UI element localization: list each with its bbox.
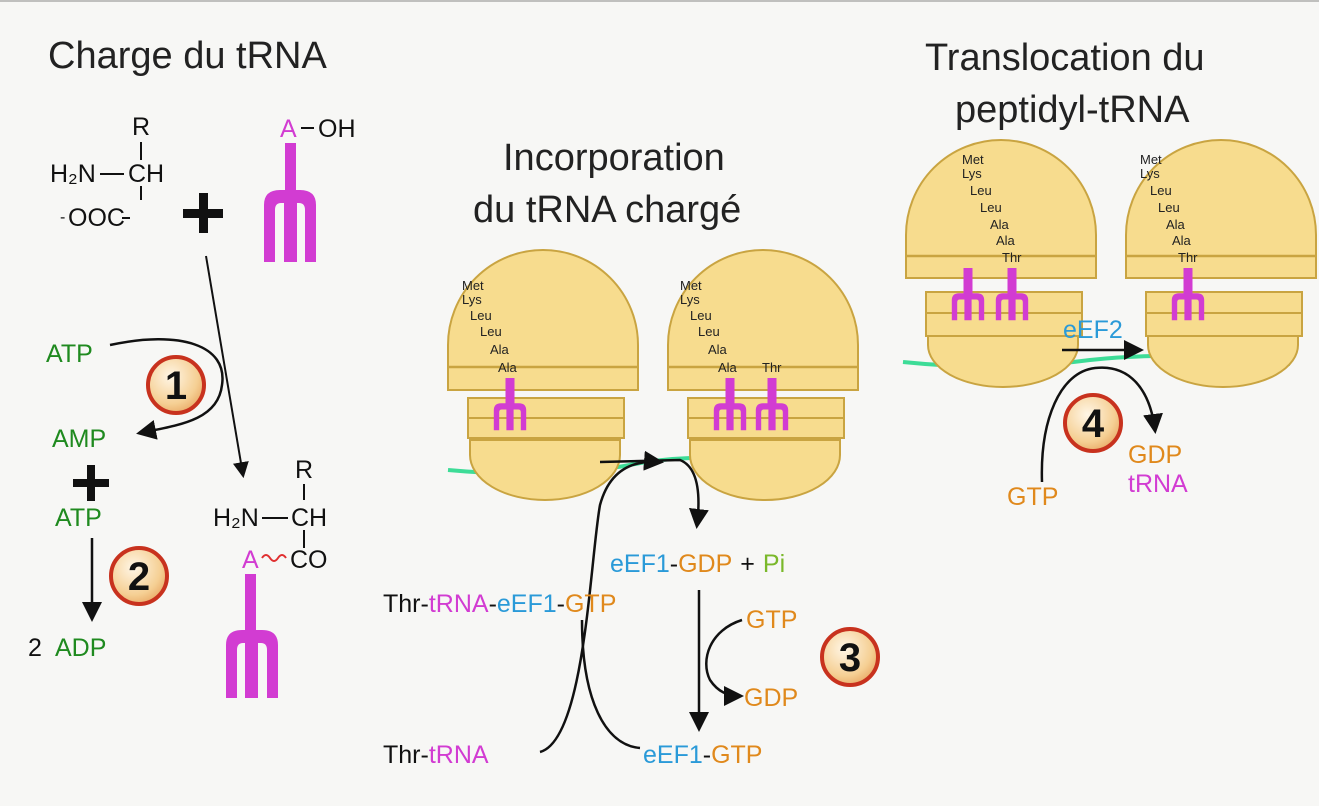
- trans-left-chain-2: Leu: [970, 183, 992, 198]
- title-translocation-2: peptidyl-tRNA: [955, 89, 1190, 131]
- step1-atp: ATP: [46, 340, 93, 368]
- trans-left-chain-4: Ala: [990, 217, 1010, 232]
- gtp-gdp-translocation-arrow: [1040, 366, 1163, 483]
- badge-3-number: 3: [839, 636, 861, 680]
- trans-left-chain-5: Ala: [996, 233, 1016, 248]
- ribosome-translocation-left: Met Lys Leu Leu Ala Ala Thr: [905, 139, 1097, 388]
- chain-right-5: Ala: [718, 360, 738, 375]
- chain-left-4: Ala: [490, 342, 510, 357]
- thr-trna-eef1-gtp-label: Thr-tRNA-eEF1-GTP: [383, 590, 616, 618]
- trans-right-chain-3: Leu: [1158, 200, 1180, 215]
- trans-right-chain-5: Ala: [1172, 233, 1192, 248]
- aa-ch-group: CH: [291, 504, 327, 532]
- eef1-gdp-pi-label: eEF1-GDP+Pi: [610, 550, 785, 578]
- step2-atp: ATP: [55, 504, 102, 532]
- chain-left-1: Lys: [462, 292, 482, 307]
- h2n-group: H₂N: [50, 160, 96, 188]
- step-badge-4: 4: [1063, 393, 1123, 453]
- eef1-gtp-join-curve: [580, 619, 641, 750]
- trans-right-chain-1: Lys: [1140, 166, 1160, 181]
- oh-group: OH: [318, 115, 356, 143]
- trans-left-chain-1: Lys: [962, 166, 982, 181]
- trans-left-chain-3: Leu: [980, 200, 1002, 215]
- chain-right-4: Ala: [708, 342, 728, 357]
- trans-left-chain-6: Thr: [1002, 250, 1022, 265]
- ribosome-to-eef1-gdp-arrow: [599, 458, 709, 529]
- trans-right-chain-2: Leu: [1150, 183, 1172, 198]
- chain-left-0: Met: [462, 278, 484, 293]
- title-charge: Charge du tRNA: [48, 35, 327, 77]
- r-group: R: [132, 113, 150, 141]
- title-incorporation-1: Incorporation: [503, 137, 725, 179]
- step2-two: 2: [28, 634, 42, 662]
- step4-eef2: eEF2: [1063, 316, 1123, 344]
- aa-r-group: R: [295, 456, 313, 484]
- step-badge-1: 1: [146, 355, 206, 415]
- step1-amp: AMP: [52, 425, 106, 453]
- step3-gtp: GTP: [746, 606, 797, 634]
- charging-arrow: [205, 255, 249, 479]
- atp-amp-arrow: [109, 338, 224, 440]
- trans-right-chain-0: Met: [1140, 152, 1162, 167]
- step4-gtp: GTP: [1007, 483, 1058, 511]
- trans-left-chain-0: Met: [962, 152, 984, 167]
- chain-right-3: Leu: [698, 324, 720, 339]
- thr-trna-label: Thr-tRNA: [383, 741, 489, 769]
- thr-trna-to-ribosome-arrow: [539, 450, 664, 754]
- aa-h2n-group: H₂N: [213, 504, 259, 532]
- chain-right-thr: Thr: [762, 360, 782, 375]
- trna-a-label: A: [280, 115, 297, 143]
- title-translocation-1: Translocation du: [925, 37, 1205, 79]
- step4-trna: tRNA: [1128, 470, 1188, 498]
- trans-right-chain-6: Thr: [1178, 250, 1198, 265]
- step-badge-3: 3: [820, 627, 880, 687]
- eef1-gtp-label: eEF1-GTP: [643, 741, 763, 769]
- ribosome-incorporation-left: Met Lys Leu Leu Ala Ala: [447, 249, 639, 501]
- badge-2-number: 2: [128, 555, 150, 599]
- aa-co-group: CO: [290, 546, 328, 574]
- chain-left-3: Leu: [480, 324, 502, 339]
- chain-left-5: Ala: [498, 360, 518, 375]
- badge-1-number: 1: [165, 364, 187, 408]
- title-incorporation-2: du tRNA chargé: [473, 189, 741, 231]
- minus-sign: -: [60, 209, 65, 226]
- free-trna: A OH: [264, 115, 356, 262]
- step-badge-2: 2: [109, 546, 169, 606]
- aminoacyl-trna: R H₂N CH A CO: [213, 456, 328, 698]
- chain-left-2: Leu: [470, 308, 492, 323]
- plus-sign-2: [73, 465, 109, 501]
- step2-adp: ADP: [55, 634, 106, 662]
- chain-right-1: Lys: [680, 292, 700, 307]
- trans-right-chain-4: Ala: [1166, 217, 1186, 232]
- amino-acid-structure: R H₂N CH - OOC: [50, 113, 164, 232]
- step4-gdp: GDP: [1128, 441, 1182, 469]
- ribosome-incorporation-right: Met Lys Leu Leu Ala Ala Thr: [667, 249, 859, 501]
- plus-sign-1: [183, 193, 223, 233]
- chain-right-2: Leu: [690, 308, 712, 323]
- ribosome-translocation-right: Met Lys Leu Leu Ala Ala Thr: [1125, 139, 1317, 388]
- chain-right-0: Met: [680, 278, 702, 293]
- ch-group: CH: [128, 160, 164, 188]
- badge-4-number: 4: [1082, 402, 1105, 446]
- gtp-gdp-exchange-arrow: [705, 618, 744, 706]
- aa-trna-a-label: A: [242, 546, 259, 574]
- ooc-group: OOC: [68, 204, 125, 232]
- step3-gdp: GDP: [744, 684, 798, 712]
